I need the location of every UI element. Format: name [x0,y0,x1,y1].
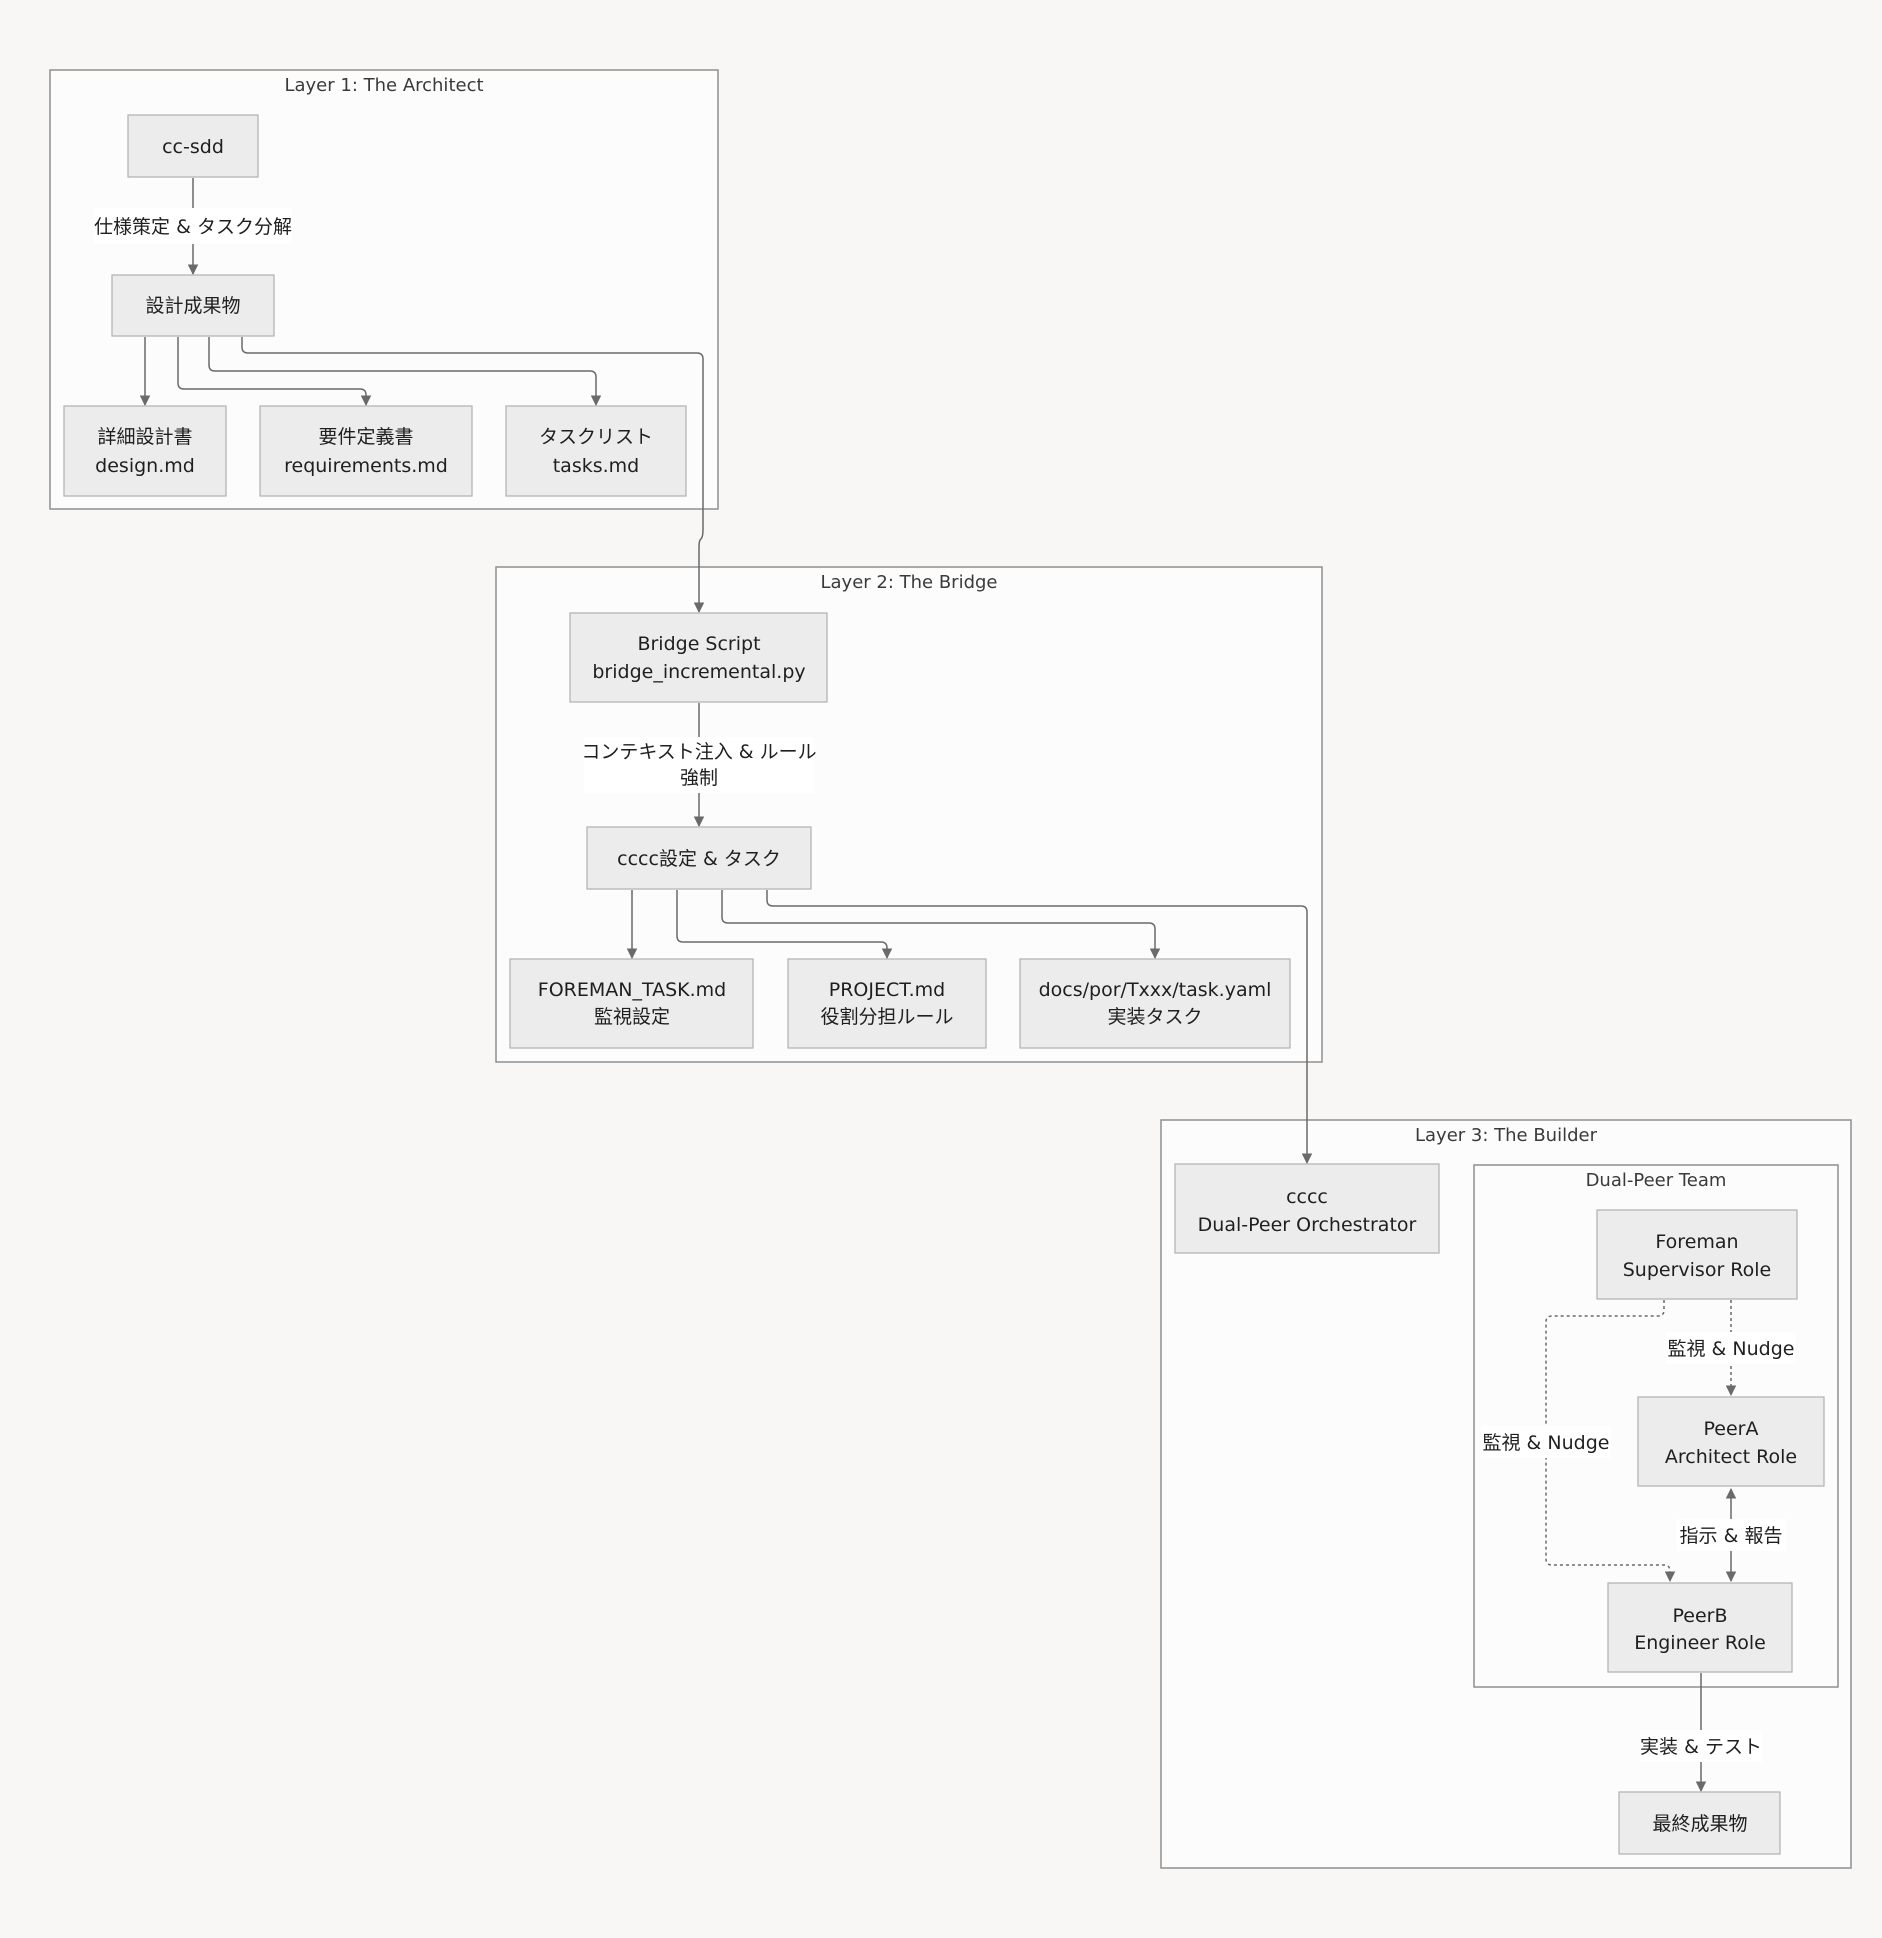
node-design-doc: 詳細設計書 design.md [63,405,227,497]
node-bridge-script-line2: bridge_incremental.py [592,661,805,683]
node-task-yaml: docs/por/Txxx/task.yaml 実装タスク [1019,958,1291,1049]
node-requirements-doc-line2: requirements.md [284,455,448,477]
node-foreman-task: FOREMAN_TASK.md 監視設定 [509,958,754,1049]
node-design-artifacts: 設計成果物 [111,274,275,337]
node-peer-a: PeerA Architect Role [1637,1396,1825,1487]
node-cccc-line1: cccc [1286,1186,1328,1208]
node-cccc-line2: Dual-Peer Orchestrator [1198,1214,1417,1236]
node-project-md-line1: PROJECT.md [829,979,945,1001]
node-peer-b: PeerB Engineer Role [1607,1582,1793,1673]
edge-config-to-project [676,890,893,960]
edge-label-spec-text: 仕様策定 & タスク分解 [94,216,292,238]
node-peer-a-line2: Architect Role [1665,1446,1797,1468]
edge-artifacts-to-requirements [177,337,372,407]
node-design-doc-line2: design.md [95,455,195,477]
edge-label-monitor-b-text: 監視 & Nudge [1483,1432,1610,1454]
node-final-deliverable-label: 最終成果物 [1652,1813,1747,1835]
edge-label-monitor-b: 監視 & Nudge [1481,1426,1611,1458]
node-foreman-line1: Foreman [1655,1231,1738,1253]
edge-artifacts-to-tasks [208,337,602,407]
edge-label-monitor-a-text: 監視 & Nudge [1668,1338,1795,1360]
node-project-md: PROJECT.md 役割分担ルール [787,958,987,1049]
node-requirements-doc-line1: 要件定義書 [318,426,413,448]
edge-label-instruct-text: 指示 & 報告 [1680,1525,1783,1547]
layer2-title: Layer 2: The Bridge [820,572,997,593]
layer1-title: Layer 1: The Architect [284,75,483,96]
edge-config-to-task-yaml [721,890,1161,960]
edge-artifacts-to-bridge [241,337,705,614]
node-task-list: タスクリスト tasks.md [505,405,687,497]
node-cc-sdd-label: cc-sdd [162,136,224,158]
node-cccc-config-label: cccc設定 & タスク [617,848,781,870]
node-task-list-line2: tasks.md [553,455,640,477]
node-bridge-script: Bridge Script bridge_incremental.py [569,612,828,703]
node-peer-a-line1: PeerA [1704,1418,1759,1440]
node-task-list-line1: タスクリスト [539,426,653,448]
edge-label-implement-text: 実装 & テスト [1640,1736,1762,1758]
edge-label-spec: 仕様策定 & タスク分解 [94,208,292,244]
node-final-deliverable: 最終成果物 [1618,1791,1781,1855]
node-task-yaml-line1: docs/por/Txxx/task.yaml [1039,979,1272,1001]
edge-label-context: コンテキスト注入 & ルール 強制 [581,737,817,793]
node-foreman-task-line1: FOREMAN_TASK.md [538,979,726,1001]
node-peer-b-line2: Engineer Role [1634,1632,1766,1654]
edge-label-implement: 実装 & テスト [1640,1730,1762,1762]
layer3-title: Layer 3: The Builder [1415,1125,1598,1146]
edge-label-instruct: 指示 & 報告 [1676,1519,1786,1551]
edge-config-to-cccc [766,890,1313,1165]
node-peer-b-line1: PeerB [1672,1605,1727,1627]
node-project-md-line2: 役割分担ルール [820,1006,953,1028]
dual-peer-team-title: Dual-Peer Team [1586,1170,1727,1191]
node-cc-sdd: cc-sdd [127,114,259,178]
node-foreman-line2: Supervisor Role [1623,1259,1772,1281]
node-foreman: Foreman Supervisor Role [1596,1209,1798,1300]
edge-label-context-line1: コンテキスト注入 & ルール [581,741,816,763]
node-foreman-task-line2: 監視設定 [594,1006,670,1028]
node-cccc-config: cccc設定 & タスク [586,826,812,890]
node-cccc: cccc Dual-Peer Orchestrator [1174,1163,1440,1254]
edge-label-context-line2: 強制 [680,767,718,789]
node-design-doc-line1: 詳細設計書 [97,426,192,448]
node-task-yaml-line2: 実装タスク [1107,1006,1202,1028]
edge-label-monitor-a: 監視 & Nudge [1666,1332,1796,1364]
node-design-artifacts-label: 設計成果物 [145,295,240,317]
node-requirements-doc: 要件定義書 requirements.md [259,405,473,497]
node-bridge-script-line1: Bridge Script [637,633,760,655]
